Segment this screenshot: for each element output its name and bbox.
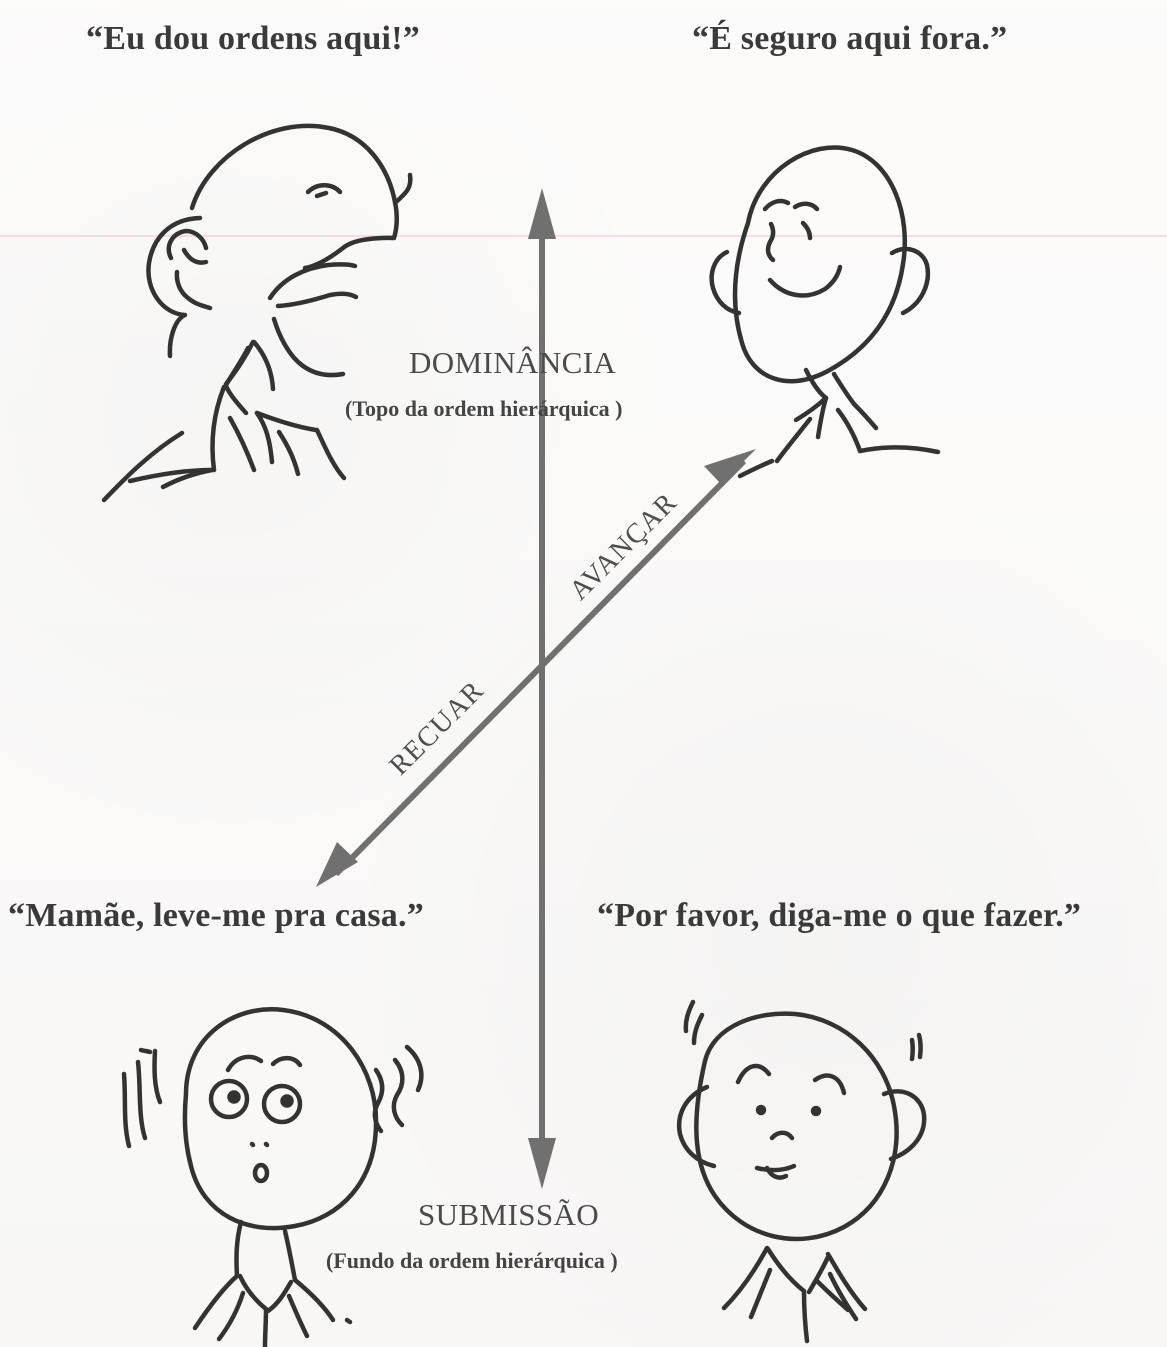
submission-label: SUBMISSÃO <box>418 1197 600 1232</box>
unsure-face-icon <box>676 999 927 1344</box>
scan-artifact-line <box>0 235 1167 237</box>
quote-bottom-right: “Por favor, diga-me o que fazer.” <box>597 897 1082 934</box>
vertical-axis-top-arrow <box>528 188 556 239</box>
dominant-face-icon <box>101 123 413 503</box>
diagonal-axis-top-arrow <box>704 449 756 484</box>
vertical-axis-bottom-arrow <box>528 1138 556 1189</box>
diagonal-axis-bottom-arrow <box>316 842 358 887</box>
diagonal-axis-line <box>333 458 747 877</box>
scared-face-icon <box>121 1007 424 1347</box>
quote-bottom-left: “Mamãe, leve-me pra casa.” <box>8 897 424 934</box>
safe-face-icon <box>709 145 941 479</box>
quote-top-left: “Eu dou ordens aqui!” <box>86 20 420 57</box>
submission-subtitle: (Fundo da ordem hierárquica ) <box>326 1248 618 1273</box>
quote-top-right: “É seguro aqui fora.” <box>692 20 1008 57</box>
dominance-subtitle: (Topo da ordem hierárquica ) <box>345 396 623 421</box>
dominance-label: DOMINÂNCIA <box>409 345 617 380</box>
